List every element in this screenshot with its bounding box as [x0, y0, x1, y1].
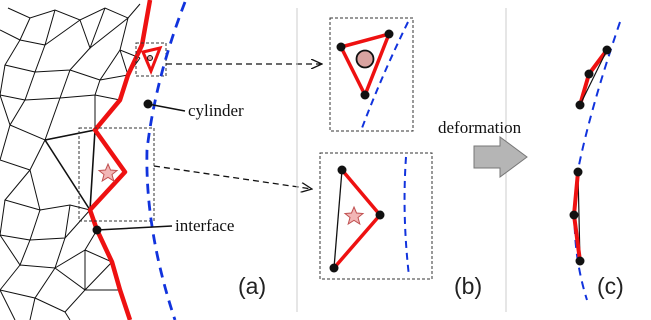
deformation-label: deformation — [438, 118, 522, 137]
small-triangle — [140, 45, 163, 75]
interface-line — [87, 0, 153, 320]
panel-b: (b) — [319, 17, 482, 299]
cylinder-curve-zoom — [403, 156, 410, 277]
zoom-arrow-bottom — [153, 165, 312, 189]
panel-label-a: (a) — [238, 273, 266, 299]
interface-leader — [96, 225, 173, 231]
panel-c: (c) — [569, 21, 624, 301]
panel-label-b: (b) — [454, 273, 482, 299]
vertex-dot — [575, 100, 585, 110]
deformation-arrow — [473, 136, 528, 178]
cylinder-leader — [147, 103, 186, 112]
zoom-view-top — [329, 17, 414, 132]
vertex-dot — [375, 210, 385, 220]
mesh-edge — [579, 49, 608, 106]
vertex-dot — [384, 29, 394, 39]
particle-small — [147, 55, 153, 61]
vertex-dot — [336, 42, 346, 52]
vertex-dot — [360, 90, 370, 100]
zoom-view-bottom — [319, 152, 433, 280]
particle — [355, 49, 375, 69]
vertex-dot — [337, 165, 347, 175]
cell-triangle-small — [339, 32, 391, 97]
vertex-dot — [569, 210, 579, 220]
vertex-dot — [573, 167, 583, 177]
zoom-box-large — [78, 127, 155, 222]
vertex-dot — [602, 45, 612, 55]
cylinder-curve — [145, 1, 187, 320]
panel-a — [0, 0, 187, 320]
mesh-edge — [333, 169, 343, 269]
vertex-dot — [329, 263, 339, 273]
cylinder-curve-zoom — [361, 21, 409, 129]
vertex-dot — [575, 256, 585, 266]
cylinder-label: cylinder — [188, 101, 244, 120]
panel-label-c: (c) — [597, 273, 624, 299]
interface-label: interface — [175, 216, 234, 235]
star-icon — [97, 162, 119, 183]
star-icon — [343, 205, 365, 226]
vertex-dot — [584, 69, 594, 79]
